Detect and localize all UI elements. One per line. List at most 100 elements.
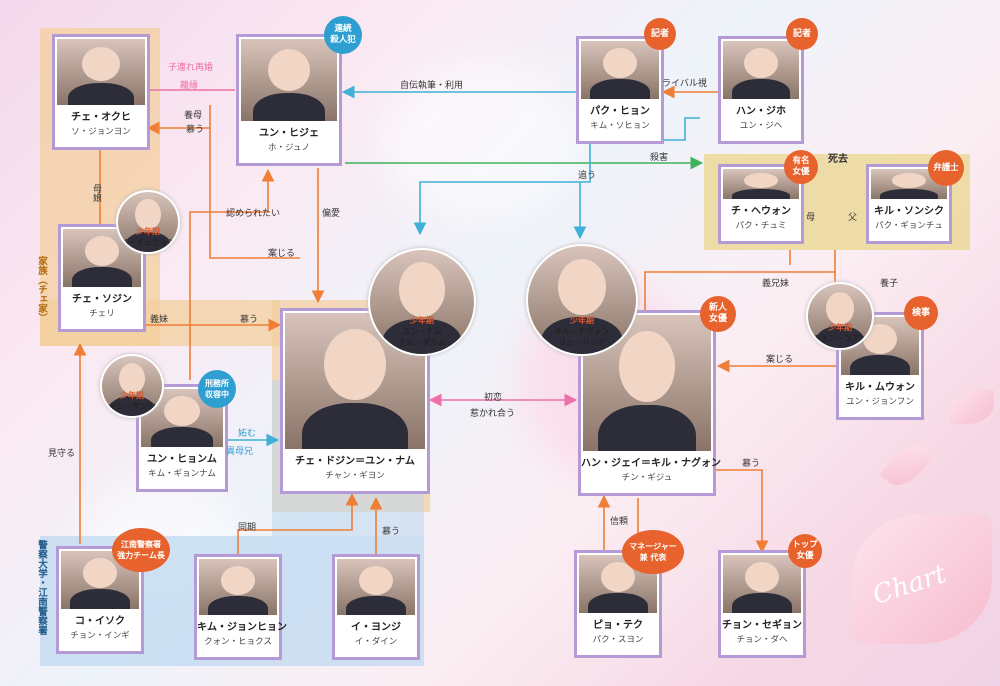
portrait [241,39,337,121]
character-name: イ・ヨンジ [351,622,401,633]
label-admire: 慕う [382,527,401,537]
young-tag: 少年期 [120,391,144,400]
actor-name: イ・ダイン [354,637,398,647]
actor-name: ホ・ジュノ [268,143,310,153]
badge-manager: マネージャー 兼 代表 [622,530,684,574]
label-admire: 慕う [240,315,259,325]
badge-serial-killer: 連続 殺人犯 [324,16,362,54]
portrait [199,559,277,615]
actor-name: チョン・ダヘ [736,635,788,645]
actor-name: リュ・ハンビ [558,338,606,347]
actor-name: チャン・ギヨン [325,471,385,481]
label-admire: 慕う [186,125,205,135]
character-name: キル・ナグォン [554,327,610,336]
badge-prosecutor: 検事 [904,296,938,330]
actor-name: キム・サンウ [108,402,156,411]
actor-name: キム・ソヒョン [590,121,650,131]
actor-name: イ・イェウォン [120,238,176,247]
badge-famous-actress: 有名 女優 [784,150,818,184]
actor-name: パク・ギョンチュ [875,221,943,231]
young-sojin[interactable]: 少年期イ・イェウォン [116,190,180,254]
label-mother: 母娘 [91,184,101,202]
actor-name: パク・スヨン [592,635,644,645]
actor-name: ユン・ジョンフン [846,397,914,407]
young-hyonmu[interactable]: 少年期キム・サンウ [100,354,164,418]
actor-name: ソ・ジョンヨン [71,127,131,137]
portrait [579,555,657,613]
label-father: 父 [848,213,858,223]
police-label: 警察大学・江南警察署 [36,540,47,635]
portrait [102,356,162,416]
portrait [581,41,659,99]
actor-name: パク・チュミ [735,221,787,231]
character-name: チェ・ソジン [72,294,132,305]
young-nagwon[interactable]: 少年期キル・ナグォンリュ・ハンビ [526,244,638,356]
character-name: チェ・ドジン＝ユン・ナム [295,456,415,467]
line-worry [209,128,300,259]
actor-name: チン・ギジュ [621,473,673,483]
actor-name: チェリ [89,309,115,319]
actor-name: ナム・ダルム [398,338,446,347]
label-favor: 偏愛 [322,209,341,219]
actor-name: チョン・ユアン [812,334,868,343]
card-chon-segyon[interactable]: チョン・セギョンチョン・ダヘ [718,550,806,658]
young-nam[interactable]: 少年期ユン・ナムナム・ダルム [368,248,476,356]
card-i-yonji[interactable]: イ・ヨンジイ・ダイン [332,554,420,660]
label-autobio: 自伝執筆・利用 [400,81,464,91]
card-choe-okhi[interactable]: チェ・オクヒソ・ジョンヨン [52,34,150,150]
family-label: 家族（チェ家） [36,256,47,323]
character-name: ユン・ナム [402,327,442,336]
character-name: ユン・ヒョンム [147,454,217,465]
card-han-jeyi[interactable]: ハン・ジェイ＝キル・ナグォンチン・ギジュ [578,310,721,496]
badge-reporter: 記者 [786,18,818,50]
portrait [337,559,415,615]
character-name: パク・ヒョン [590,106,650,117]
character-name: チェ・オクヒ [71,112,131,123]
character-name: チ・ヘウォン [731,206,791,217]
card-han-jiho[interactable]: ハン・ジホユン・ジヘ [718,36,804,144]
young-tag: 少年期 [828,323,852,332]
badge-top-actress: トップ 女優 [788,534,822,568]
badge-prison: 刑務所 収容中 [198,370,236,408]
badge-team-leader: 江南警察署 強力チーム長 [112,528,170,572]
label-child-remarry: 子連れ再婚 [168,63,214,73]
portrait [723,555,801,613]
portrait [723,41,799,99]
label-chase: 追う [578,171,597,181]
card-kim-jonhyon[interactable]: キム・ジョンヒョンクォン・ヒョクス [194,554,287,660]
portrait [63,229,141,287]
label-half-brother: 異母兄 [226,447,254,457]
card-pyo-teku[interactable]: ピョ・テクパク・スヨン [574,550,662,658]
label-worry: 案じる [766,355,794,365]
label-rival: ライバル視 [662,79,707,89]
young-tag: 少年期 [136,227,160,236]
line-recognized [189,168,275,380]
label-stepmother: 養母 [184,111,203,121]
portrait [528,246,636,354]
actor-name: キム・ギョンナム [148,469,216,479]
badge-lawyer: 弁護士 [928,150,964,186]
label-mother2: 母 [806,213,816,223]
label-murder: 殺害 [650,153,669,163]
young-tag: 少年期 [410,316,434,325]
portrait [118,192,178,252]
portrait [583,315,711,451]
label-admire: 慕う [742,459,761,469]
character-name: ハン・ジェイ＝キル・ナグォン [581,458,721,469]
card-yun-hije[interactable]: ユン・ヒジェホ・ジュノ [236,34,342,166]
young-muwon[interactable]: 少年期チョン・ユアン [806,282,874,350]
line-admire4 [714,469,769,554]
character-name: チョン・セギョン [722,620,802,631]
label-first-love: 初恋 [484,393,503,403]
character-name: キル・ムウォン [845,382,915,393]
label-worry: 案じる [268,249,296,259]
petal-decoration [852,514,992,644]
label-adopted-son: 養子 [880,279,899,289]
actor-name: チョン・インギ [70,631,130,641]
actor-name: クォン・ヒョクス [204,637,272,647]
label-trust: 信頼 [610,517,629,527]
label-classmate: 同期 [238,523,257,533]
card-pak-hyon[interactable]: パク・ヒョンキム・ソヒョン [576,36,664,144]
portrait [370,250,474,354]
